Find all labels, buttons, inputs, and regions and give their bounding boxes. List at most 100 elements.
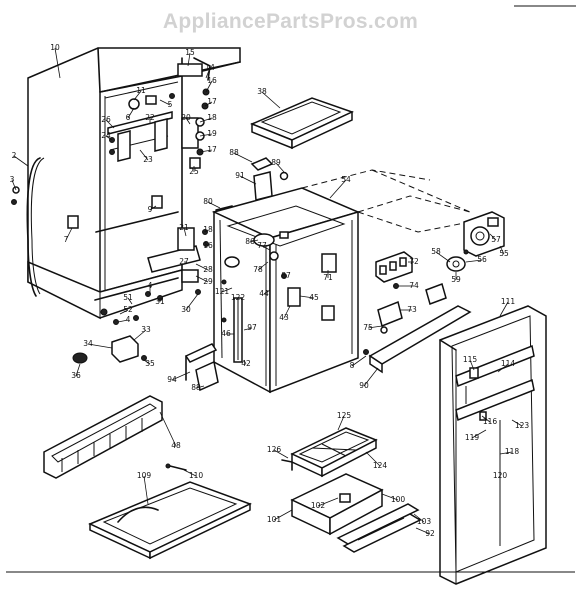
callout-leader <box>11 179 17 191</box>
part-callout-18: 18 <box>203 225 213 234</box>
control-small-parts <box>215 157 289 219</box>
callout-leader <box>13 155 29 167</box>
callout-leader <box>243 327 253 331</box>
callout-leader <box>435 251 451 263</box>
callout-leader <box>159 99 171 106</box>
part-callout-3: 3 <box>10 175 15 184</box>
callout-leader <box>413 513 425 523</box>
callout-leader <box>205 67 211 79</box>
callout-leader <box>329 179 347 199</box>
fan-assembly <box>446 211 505 272</box>
callout-leader <box>195 275 209 283</box>
part-callout-21: 21 <box>179 223 189 232</box>
part-callout-78: 78 <box>253 265 263 274</box>
part-callout-24: 24 <box>101 131 111 140</box>
callout-leader <box>127 297 133 305</box>
callout-leader <box>263 289 271 295</box>
part-callout-120: 120 <box>493 471 508 480</box>
part-callout-88: 88 <box>191 383 201 392</box>
callout-leader <box>337 415 345 431</box>
callout-leader <box>117 319 129 323</box>
part-callout-101: 101 <box>267 515 282 524</box>
callout-leader <box>497 363 509 373</box>
part-callout-114: 114 <box>501 359 516 368</box>
hinge-hardware <box>109 57 211 169</box>
part-callout-109: 109 <box>137 471 152 480</box>
callout-leader <box>415 527 431 535</box>
part-callout-17: 17 <box>207 145 217 154</box>
part-callout-42: 42 <box>241 359 251 368</box>
lower-bracket <box>184 343 219 392</box>
part-callout-14: 14 <box>205 63 215 72</box>
callout-leader <box>199 149 213 153</box>
callout-leader <box>299 295 315 299</box>
part-callout-19: 19 <box>207 129 217 138</box>
callout-leader <box>489 233 497 241</box>
part-callout-125: 125 <box>337 411 352 420</box>
damper-assembly <box>375 251 447 334</box>
callout-leader <box>133 329 147 341</box>
callout-leader <box>207 201 221 209</box>
part-callout-44: 44 <box>259 289 269 298</box>
part-callout-16: 16 <box>207 76 217 85</box>
callout-leader <box>365 451 381 467</box>
part-callout-119: 119 <box>465 433 480 442</box>
part-callout-97: 97 <box>247 323 257 332</box>
part-callout-25: 25 <box>189 167 199 176</box>
callout-leader <box>351 355 367 367</box>
part-callout-11: 11 <box>136 86 146 95</box>
part-callout-72: 72 <box>409 257 419 266</box>
callout-leader <box>65 227 73 241</box>
callout-leader <box>195 263 209 271</box>
callout-leader <box>239 175 257 185</box>
part-callout-74: 74 <box>409 281 419 290</box>
lower-hardware <box>72 227 209 364</box>
callout-leader <box>185 293 199 311</box>
part-callout-100: 100 <box>391 495 406 504</box>
callout-leader <box>183 469 197 477</box>
part-callout-122: 122 <box>231 293 246 302</box>
part-callout-103: 103 <box>417 517 432 526</box>
callout-leader <box>199 117 213 123</box>
callout-leader <box>185 117 191 125</box>
callout-leader <box>127 107 135 119</box>
part-callout-10: 10 <box>50 43 60 52</box>
part-callout-38: 38 <box>257 87 267 96</box>
callout-leader <box>195 385 205 389</box>
callout-leader <box>471 429 487 439</box>
ice-bin-assembly <box>281 427 378 478</box>
part-callout-36: 36 <box>71 371 81 380</box>
part-callout-45: 45 <box>309 293 319 302</box>
part-callout-123: 123 <box>515 421 530 430</box>
callout-leader <box>87 343 113 349</box>
part-callout-29: 29 <box>203 277 213 286</box>
part-callout-56: 56 <box>477 255 487 264</box>
part-callout-4: 4 <box>126 315 131 324</box>
part-callout-30: 30 <box>181 305 191 314</box>
part-callout-7: 7 <box>64 235 69 244</box>
part-callout-51: 51 <box>123 293 133 302</box>
freezer-shelf-38 <box>250 97 354 150</box>
callout-leader <box>261 91 281 109</box>
part-callout-20: 20 <box>181 113 191 122</box>
part-callout-116: 116 <box>483 417 498 426</box>
callout-leader <box>317 497 339 507</box>
part-callout-28: 28 <box>203 265 213 274</box>
part-callout-54: 54 <box>341 175 351 184</box>
part-callout-59: 59 <box>451 275 461 284</box>
part-callout-27: 27 <box>179 257 189 266</box>
drip-pan-109 <box>88 463 252 560</box>
part-callout-8: 8 <box>350 361 355 370</box>
part-callout-121: 121 <box>215 287 230 296</box>
callout-leader <box>221 287 233 293</box>
callout-leader <box>243 359 247 365</box>
part-callout-57: 57 <box>491 235 501 244</box>
refrigerator-door <box>439 305 547 585</box>
part-callout-22: 22 <box>145 113 155 122</box>
callout-leader <box>54 47 61 79</box>
part-callout-75: 75 <box>363 323 373 332</box>
callout-leader <box>205 80 213 93</box>
part-callout-43: 43 <box>279 313 289 322</box>
